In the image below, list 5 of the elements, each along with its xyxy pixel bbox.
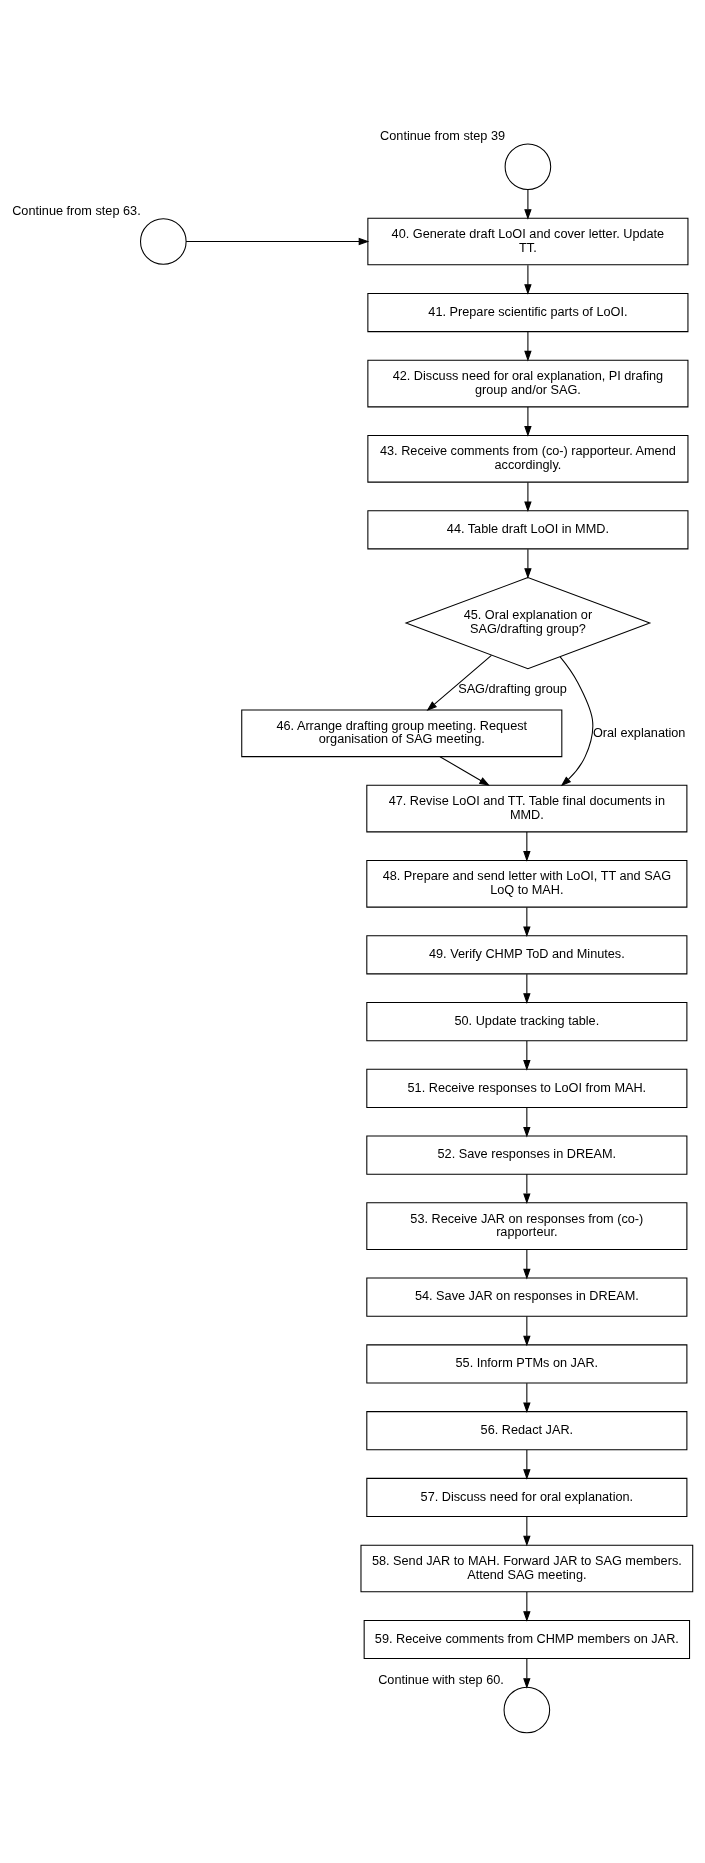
node-label: Continue with step 60.: [378, 1671, 504, 1687]
node-label: Continue from step 39: [380, 128, 506, 144]
node-label: Continue from step 63.: [12, 203, 141, 219]
edge-label: SAG/drafting group: [458, 680, 567, 696]
edge-label: Oral explanation: [592, 724, 686, 740]
